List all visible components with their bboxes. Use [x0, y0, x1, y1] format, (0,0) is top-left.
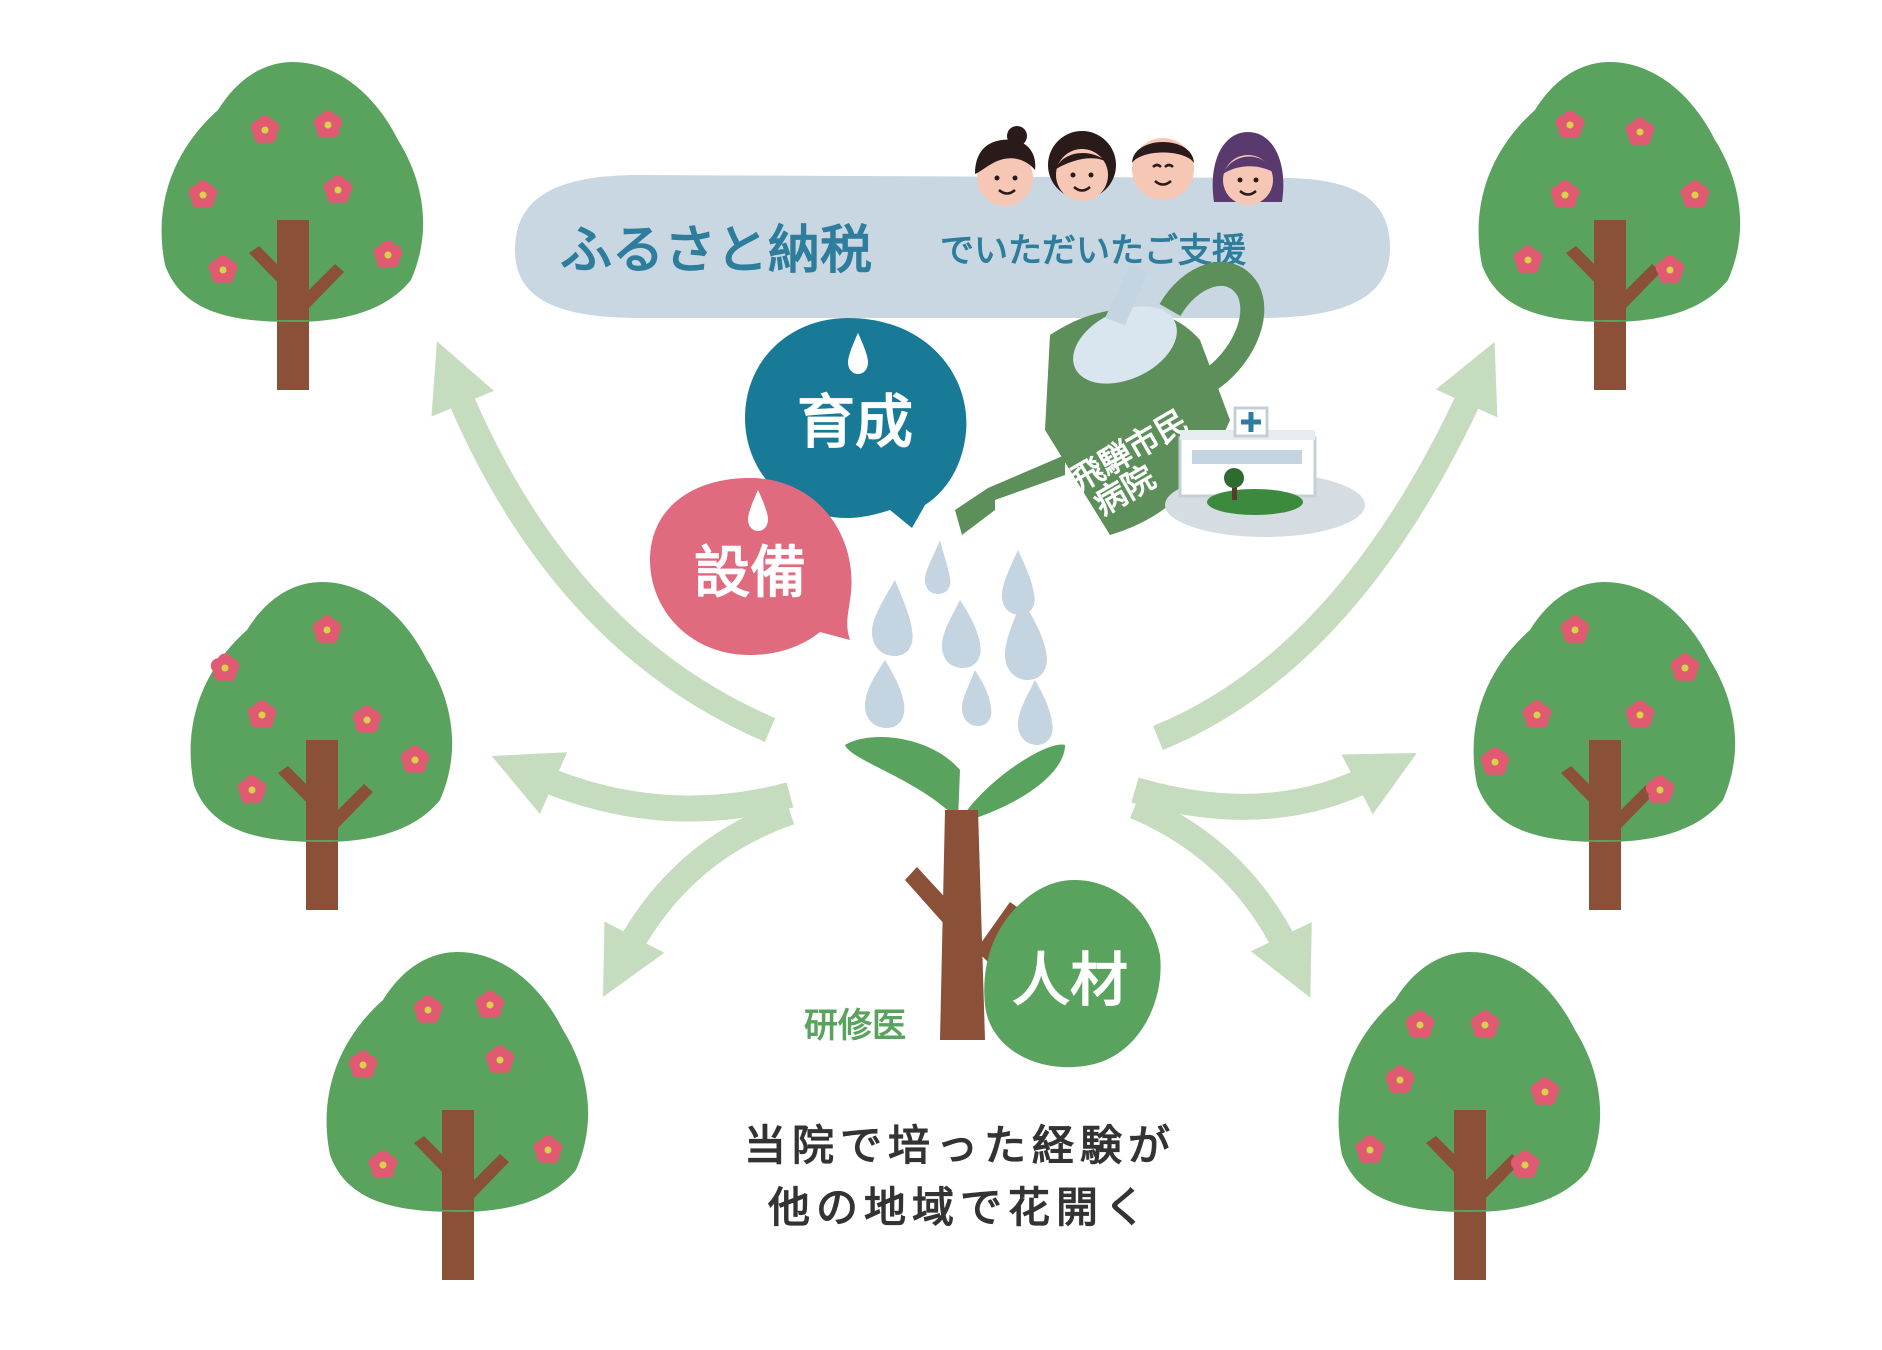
talent-label: 人材: [1012, 946, 1128, 1014]
watering-can-spout: [955, 455, 1065, 535]
face-3: [1132, 138, 1194, 200]
bubble-equipment: 設備: [650, 478, 852, 655]
message-line2: 他の地域で花開く: [767, 1183, 1152, 1232]
citizen-faces: [975, 126, 1284, 206]
arrow-left-middle: [491, 752, 794, 822]
face-2: [1048, 131, 1116, 201]
support-banner-sub: でいただいたご支援: [940, 231, 1247, 271]
arrow-left-lower: [603, 799, 795, 997]
watering-can-opening: [1073, 306, 1177, 384]
sprout-leaf-left: [845, 737, 960, 820]
water-drop-icon: [848, 333, 868, 374]
arrow-right-lower: [1129, 794, 1312, 998]
tree-middle-left: [190, 582, 453, 910]
hospital-icon: [1165, 406, 1365, 537]
support-water-stream: [1105, 265, 1148, 325]
sprout: 人材 研修医: [804, 737, 1161, 1068]
growth-arrows: [431, 341, 1498, 998]
talent-blob: [984, 880, 1161, 1068]
sprout-trunk: [940, 810, 985, 1040]
support-banner-main: ふるさと納税: [560, 221, 872, 281]
arrow-right-upper: [1153, 341, 1498, 751]
arrow-left-upper: [431, 341, 776, 742]
face-1: [975, 126, 1036, 206]
sprout-leaf-right: [960, 744, 1065, 820]
water-drops: [865, 540, 1053, 745]
arrow-right-middle: [1131, 753, 1417, 820]
message-line1: 当院で培った経験が: [744, 1121, 1176, 1170]
face-4: [1212, 132, 1284, 205]
watering-can-handle: [1159, 261, 1265, 390]
resident-label: 研修医: [804, 1006, 906, 1046]
tree-top-left: [161, 62, 424, 390]
message: 当院で培った経験が 他の地域で花開く: [744, 1121, 1176, 1232]
bubble-training: 育成: [745, 318, 967, 528]
bubble-training-label: 育成: [797, 388, 913, 456]
tree-bottom-left: [326, 952, 589, 1280]
bubble-equipment-label: 設備: [694, 541, 806, 606]
tree-middle-right: [1473, 582, 1736, 910]
tree-bottom-right: [1338, 952, 1601, 1280]
support-banner: ふるさと納税 でいただいたご支援: [515, 175, 1390, 318]
water-drop-icon: [748, 490, 768, 531]
tree-top-right: [1478, 62, 1741, 390]
